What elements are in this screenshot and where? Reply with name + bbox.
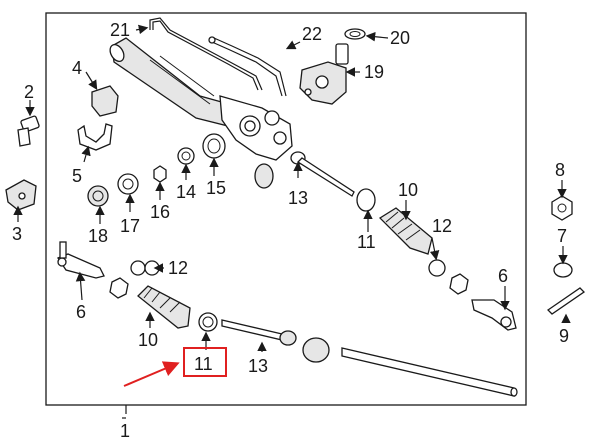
ring-17 <box>117 173 139 195</box>
callout-15: 15 <box>206 178 226 198</box>
rack-housing <box>109 37 293 161</box>
bushing-lower <box>302 337 330 363</box>
callout-20: 20 <box>390 28 410 48</box>
callout-6-left: 6 <box>76 302 86 322</box>
seal-20 <box>344 28 366 40</box>
washer-12-right <box>428 259 446 277</box>
inner-tie-rod-13-upper <box>254 151 355 197</box>
callout-4: 4 <box>72 58 82 78</box>
callout-12-left: 12 <box>168 258 188 278</box>
callout-14: 14 <box>176 182 196 202</box>
nut-8 <box>551 195 573 221</box>
inner-tie-rod-13-lower <box>221 319 297 346</box>
callout-5: 5 <box>72 166 82 186</box>
callout-6-right: 6 <box>498 266 508 286</box>
callout-11-right: 11 <box>357 232 376 252</box>
leader-lines <box>13 24 571 419</box>
tie-rod-end-6-right <box>471 299 517 331</box>
highlight-arrow <box>123 361 180 387</box>
nut-16 <box>153 165 167 183</box>
callout-21: 21 <box>110 20 130 40</box>
tie-rod-end-6-left <box>57 241 105 279</box>
cotter-pin-9 <box>546 287 586 315</box>
pinion-valve-19 <box>299 43 349 105</box>
bushing-14 <box>177 147 195 165</box>
clamp-11-right <box>356 188 376 212</box>
callout-17: 17 <box>120 216 140 236</box>
seal-15 <box>202 133 226 159</box>
callout-10-left: 10 <box>138 330 158 350</box>
callout-12-right: 12 <box>432 216 452 236</box>
callout-19: 19 <box>364 62 384 82</box>
clamp-11-left <box>198 312 218 332</box>
callout-13-lower: 13 <box>248 356 268 376</box>
callout-10-right: 10 <box>398 180 418 200</box>
nut-6-left <box>109 277 129 299</box>
bushing-4 <box>91 85 119 117</box>
callout-16: 16 <box>150 202 170 222</box>
boot-10-left <box>137 285 191 329</box>
callout-18: 18 <box>88 226 108 246</box>
callout-1: 1 <box>120 421 130 441</box>
callout-labels: 1 2 3 4 5 6 6 7 8 9 10 10 11 11 12 12 13… <box>12 20 569 441</box>
callout-3: 3 <box>12 224 22 244</box>
rack-bar <box>341 347 518 397</box>
clamp-5 <box>77 123 113 151</box>
highlight-box-11 <box>183 347 227 377</box>
nut-6-right <box>449 273 469 295</box>
ring-18 <box>87 185 109 207</box>
bolt-2 <box>17 115 40 147</box>
hydraulic-line-21 <box>149 17 263 91</box>
callout-9: 9 <box>559 326 569 346</box>
washer-7 <box>553 262 573 278</box>
hydraulic-line-22 <box>211 41 283 97</box>
callout-8: 8 <box>555 160 565 180</box>
boot-10-right <box>378 207 433 255</box>
callout-7: 7 <box>557 226 567 246</box>
callout-2: 2 <box>24 82 34 102</box>
assembly-frame <box>45 12 527 406</box>
callout-13-upper: 13 <box>288 188 308 208</box>
callout-22: 22 <box>302 24 322 44</box>
washer-12-left <box>130 260 146 276</box>
callout-11-left: 11 <box>194 354 213 374</box>
